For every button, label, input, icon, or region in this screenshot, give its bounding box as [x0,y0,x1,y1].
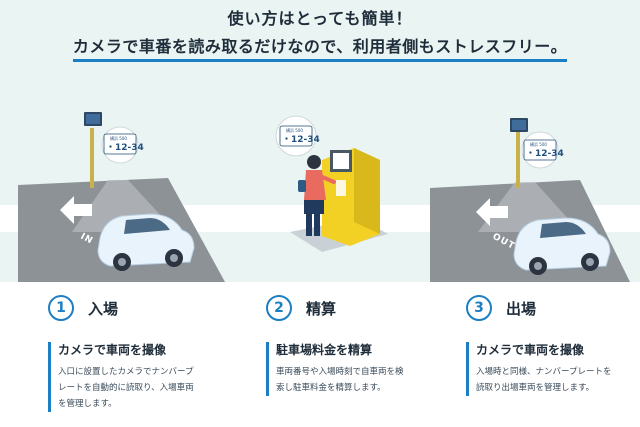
entry-pole [90,128,94,188]
exit-arrow-icon [476,198,508,226]
exit-plate-region: 横浜 500 [530,141,547,147]
step-subtitle: カメラで車両を撮像 [58,343,167,357]
step-description: カメラで車両を撮像 入口に設置したカメラでナンバープ レートを自動的に読取り、入… [48,342,238,412]
step-payment: 2 精算 駐車場料金を精算 車両番号や入場時刻で自車両を検 索し駐車料金を精算し… [266,292,456,396]
headline: 使い方はとっても簡単！ カメラで車番を読み取るだけなので、利用者側もストレスフリ… [0,8,640,62]
step-body: 入場時と同様、ナンバープレートを 読取り出場車両を管理します。 [476,364,636,396]
illustration: IN 横浜 500 ・12-34 [0,112,640,282]
step-body: 車両番号や入場時刻で自車両を検 索し駐車料金を精算します。 [276,364,456,396]
entry-plate-number: ・12-34 [106,143,144,153]
step-body-line: 車両番号や入場時刻で自車両を検 [276,367,404,377]
step-entry: 1 入場 カメラで車両を撮像 入口に設置したカメラでナンバープ レートを自動的に… [48,292,238,412]
exit-car [513,217,611,275]
kiosk-plate-number: ・12-34 [282,135,320,145]
headline-line1: 使い方はとっても簡単！ [227,9,413,28]
step-title: 精算 [306,299,337,318]
payment-scene: 横浜 500 ・12-34 [275,115,388,252]
entry-arrow-icon [60,196,92,224]
kiosk-plate-region: 横浜 500 [286,127,303,133]
step-body-line: 入口に設置したカメラでナンバープ [58,367,194,377]
exit-plate-number: ・12-34 [526,149,564,159]
entry-plate-region: 横浜 500 [110,135,127,141]
step-body-line: 入場時と同様、ナンバープレートを [476,367,612,377]
exit-scene: OUT 横浜 500 ・12-34 [430,118,630,282]
person [298,155,336,236]
step-body-line: レートを自動的に読取り、入場車両 [58,383,194,393]
step-body-line: 読取り出場車両を管理します。 [476,383,595,393]
step-body-line: を管理します。 [58,399,117,409]
step-subtitle: カメラで車両を撮像 [476,343,585,357]
step-subtitle: 駐車場料金を精算 [276,343,373,357]
entry-scene: IN 横浜 500 ・12-34 [18,112,225,282]
step-number-badge: 3 [466,295,492,321]
step-number-badge: 2 [266,295,292,321]
step-title: 出場 [506,299,537,318]
exit-pole [516,130,520,188]
step-number-badge: 1 [48,295,74,321]
step-body: 入口に設置したカメラでナンバープ レートを自動的に読取り、入場車両 を管理します… [58,364,238,412]
step-title: 入場 [88,299,119,318]
step-exit: 3 出場 カメラで車両を撮像 入場時と同様、ナンバープレートを 読取り出場車両を… [466,292,636,396]
headline-line2: カメラで車番を読み取るだけなので、利用者側もストレスフリー。 [72,36,568,62]
step-body-line: 索し駐車料金を精算します。 [276,383,386,393]
step-description: カメラで車両を撮像 入場時と同様、ナンバープレートを 読取り出場車両を管理します… [466,342,636,396]
step-description: 駐車場料金を精算 車両番号や入場時刻で自車両を検 索し駐車料金を精算します。 [266,342,456,396]
entry-car [97,213,195,271]
